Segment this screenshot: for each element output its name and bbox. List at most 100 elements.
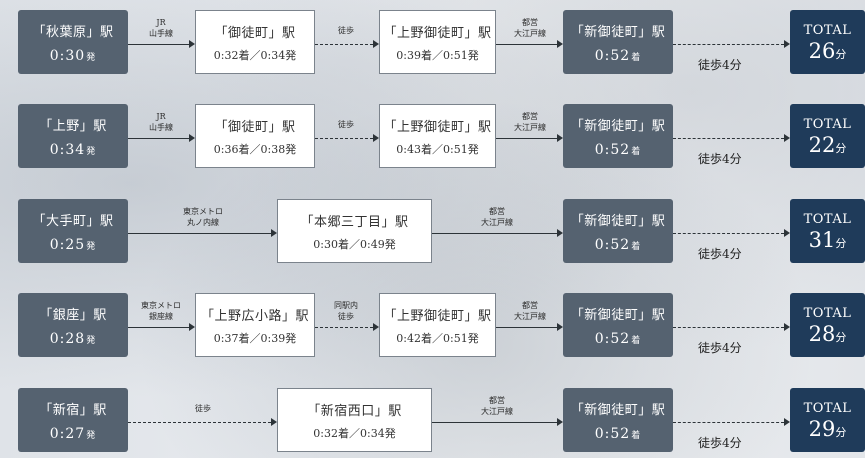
label-line2: 丸ノ内線 — [187, 218, 219, 227]
station-time: 0:30着／0:49発 — [313, 237, 396, 251]
station-name: 「上野御徒町」駅 — [383, 308, 492, 324]
station-time: 0:52着 — [595, 48, 641, 64]
label-line1: 都営 — [489, 207, 505, 216]
time-suffix: 発 — [86, 52, 97, 63]
station-name: 「大手町」駅 — [32, 213, 114, 229]
time-suffix: 着 — [631, 146, 642, 157]
station-name: 「秋葉原」駅 — [32, 24, 114, 40]
station-time: 0:42着／0:51発 — [396, 331, 479, 345]
time-suffix: 着 — [631, 52, 642, 63]
walk-arrow — [673, 417, 790, 426]
total-unit: 分 — [835, 142, 847, 155]
time-value: 0:27 — [49, 425, 86, 442]
origin-station-box: 「大手町」駅 0:25発 — [18, 199, 128, 263]
time-value: 0:34 — [49, 141, 86, 158]
walk-time: 徒歩4分 — [698, 247, 742, 261]
line-label: 東京メトロ銀座線 — [141, 300, 181, 322]
time-value: 0:52 — [594, 236, 631, 253]
label-line2: 銀座線 — [149, 312, 173, 321]
station-time: 0:25発 — [50, 237, 96, 253]
station-name: 「新宿」駅 — [39, 402, 107, 418]
line-label: 都営大江戸線 — [514, 111, 546, 133]
walk-arrow — [128, 417, 277, 426]
station-time: 0:36着／0:38発 — [213, 142, 297, 156]
walk-arrow — [673, 39, 790, 48]
time-value: 0:25 — [49, 236, 86, 253]
time-suffix: 着 — [631, 241, 642, 252]
time-suffix: 着 — [631, 430, 642, 441]
total-unit: 分 — [835, 237, 847, 250]
total-label: TOTAL — [803, 212, 852, 227]
line-label: 都営大江戸線 — [514, 300, 546, 322]
station-name: 「御徒町」駅 — [214, 119, 296, 135]
label-line1: 徒歩 — [338, 26, 354, 35]
time-value: 0:52 — [594, 141, 631, 158]
time-value: 0:52 — [594, 330, 631, 347]
station-name: 「上野御徒町」駅 — [383, 119, 492, 135]
station-time: 0:52着 — [595, 331, 641, 347]
label-line2: 大江戸線 — [481, 407, 513, 416]
time-suffix: 着 — [631, 335, 642, 346]
rail-arrow — [432, 417, 563, 426]
total-value: 26分 — [809, 39, 847, 63]
line-label: 同駅内徒歩 — [334, 300, 358, 322]
station-name: 「御徒町」駅 — [214, 25, 296, 41]
transfer-station-box: 「新宿西口」駅 0:32着／0:34発 — [277, 388, 432, 452]
total-value: 22分 — [809, 133, 847, 157]
total-number: 29 — [808, 417, 836, 441]
label-line2: 徒歩 — [338, 312, 354, 321]
label-line2: 大江戸線 — [514, 29, 546, 38]
label-line1: 同駅内 — [334, 301, 358, 310]
label-line1: 徒歩 — [338, 120, 354, 129]
destination-station-box: 「新御徒町」駅 0:52着 — [563, 293, 673, 357]
line-label: 東京メトロ丸ノ内線 — [183, 206, 223, 228]
label-line2: 大江戸線 — [481, 218, 513, 227]
station-name: 「新御徒町」駅 — [570, 307, 666, 323]
rail-arrow — [496, 39, 563, 48]
total-value: 29分 — [809, 417, 847, 441]
rail-arrow — [128, 39, 195, 48]
station-time: 0:27発 — [50, 426, 96, 442]
label-line1: 都営 — [489, 396, 505, 405]
walk-time: 徒歩4分 — [698, 436, 742, 450]
label-line2: 大江戸線 — [514, 312, 546, 321]
time-value: 0:52 — [594, 47, 631, 64]
station-time: 0:28発 — [50, 331, 96, 347]
station-name: 「新御徒町」駅 — [570, 213, 666, 229]
walk-arrow — [315, 39, 379, 48]
total-number: 22 — [808, 133, 836, 157]
station-name: 「新宿西口」駅 — [307, 403, 402, 419]
walk-arrow — [315, 322, 379, 331]
label-line2: 大江戸線 — [514, 123, 546, 132]
line-label: 都営大江戸線 — [514, 17, 546, 39]
label-line1: JR — [156, 112, 166, 121]
station-time: 0:39着／0:51発 — [396, 48, 479, 62]
total-label: TOTAL — [803, 117, 852, 132]
line-label: 徒歩 — [338, 119, 354, 130]
station-time: 0:30発 — [50, 48, 96, 64]
origin-station-box: 「新宿」駅 0:27発 — [18, 388, 128, 452]
station-time: 0:34発 — [50, 142, 96, 158]
station-name: 「本郷三丁目」駅 — [300, 214, 409, 230]
walk-arrow — [673, 228, 790, 237]
station-time: 0:52着 — [595, 426, 641, 442]
line-label: 徒歩 — [195, 403, 211, 414]
station-time: 0:32着／0:34発 — [313, 426, 396, 440]
label-line1: 徒歩 — [195, 404, 211, 413]
time-value: 0:28 — [49, 330, 86, 347]
transfer-station-box: 「上野御徒町」駅 0:42着／0:51発 — [379, 293, 496, 357]
station-time: 0:43着／0:51発 — [396, 142, 479, 156]
walk-arrow — [673, 133, 790, 142]
total-unit: 分 — [835, 48, 847, 61]
station-time: 0:32着／0:34発 — [213, 48, 297, 62]
total-label: TOTAL — [803, 306, 852, 321]
